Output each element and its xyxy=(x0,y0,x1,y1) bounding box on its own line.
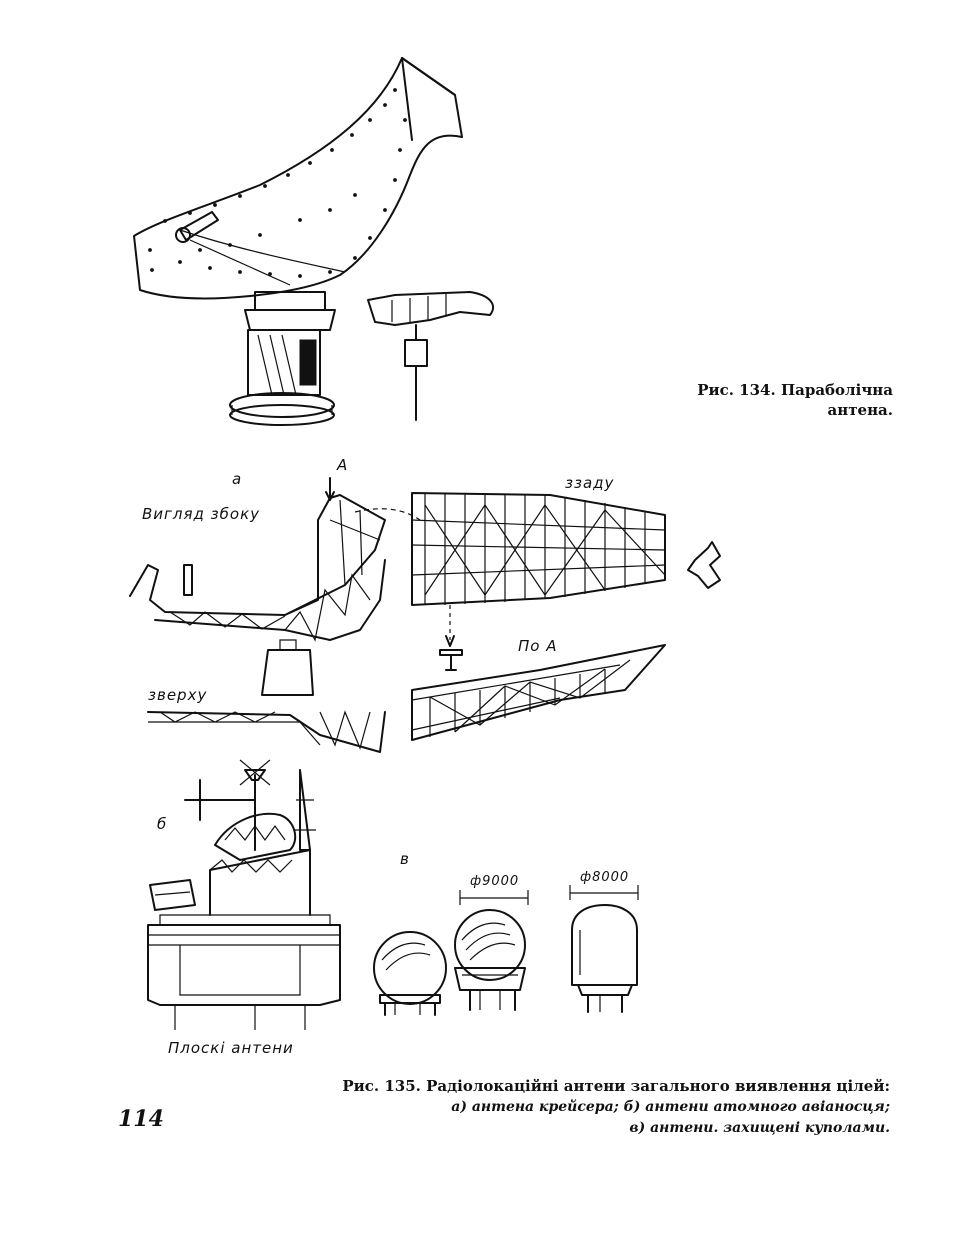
figure-135-caption-line3: в) антени. захищені куполами. xyxy=(629,1120,890,1136)
figure-135-caption-line2: а) антена крейсера; б) антени атомного а… xyxy=(451,1099,890,1115)
figure-135b-label-flat-antennas: Плоскі антени xyxy=(168,1039,294,1057)
figure-134-caption: Рис. 134. Параболічна антена. xyxy=(693,380,893,420)
figure-135a-label-side-view: Вигляд збоку xyxy=(142,505,261,523)
figure-134-parabolic-antenna-drawing xyxy=(133,57,495,426)
figure-135c-dimension-9000: ф9000 xyxy=(470,874,520,889)
figure-135a-label-arrow-a: A xyxy=(337,456,349,474)
page-number: 114 xyxy=(118,1106,164,1132)
figure-135a-label-rear: ззаду xyxy=(565,474,615,492)
figure-135-caption: Рис. 135. Радіолокаційні антени загально… xyxy=(330,1076,890,1139)
figure-135-caption-line1: Рис. 135. Радіолокаційні антени загально… xyxy=(342,1077,890,1095)
figure-135b-label-b: б xyxy=(157,815,168,833)
figure-135a-label-a: а xyxy=(232,470,243,488)
figure-134-caption-line2: антена. xyxy=(827,401,893,419)
figure-134-caption-line1: Рис. 134. Параболічна xyxy=(697,381,893,399)
figure-135c-label-v: в xyxy=(400,850,410,868)
figure-135a-label-top: зверху xyxy=(148,686,208,704)
figure-135a-label-by-a: По A xyxy=(518,637,558,655)
figure-135c-dimension-8000: ф8000 xyxy=(580,870,630,885)
